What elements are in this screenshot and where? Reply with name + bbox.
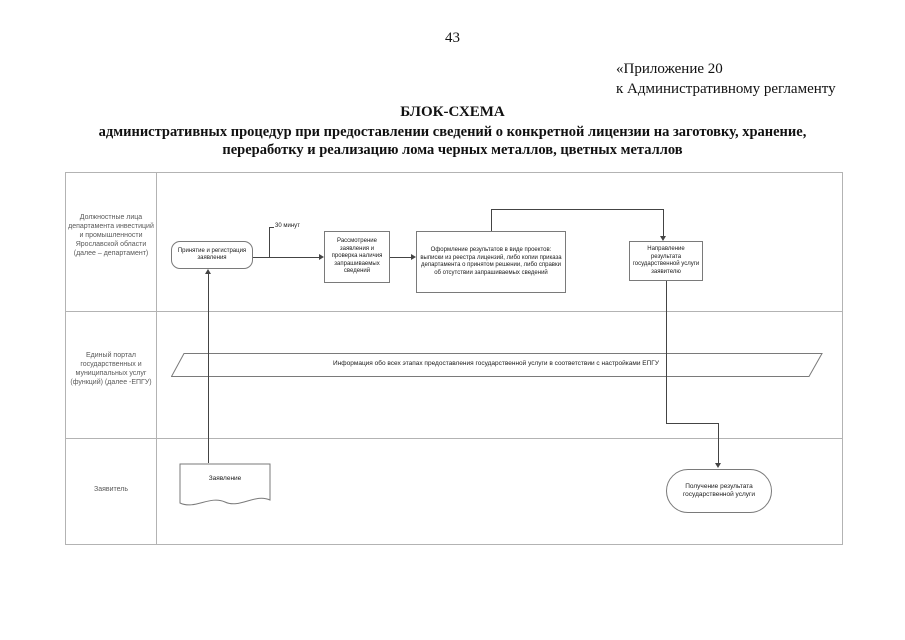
- connector-prepare-up: [491, 209, 492, 231]
- node-review-application: Рассмотрение заявления и проверка наличи…: [324, 231, 390, 283]
- timer-marker-line: [269, 227, 270, 257]
- connector-application-accept: [208, 274, 209, 463]
- lane-divider-1: [66, 311, 842, 312]
- arrowhead-up-icon: [205, 269, 211, 274]
- connector-review-prepare: [390, 257, 411, 258]
- page-title: БЛОК-СХЕМА: [400, 104, 505, 120]
- timer-marker-tick: [269, 227, 274, 228]
- connector-send-down: [663, 209, 664, 236]
- portal-banner-label: Информация обо всех этапах предоставлени…: [333, 360, 659, 367]
- page-subtitle: административных процедур при предоставл…: [98, 124, 807, 159]
- lane-label-applicant: Заявитель: [93, 486, 129, 493]
- application-document-shape: [179, 463, 271, 506]
- flowchart-frame: Должностные лица департамента инвестиций…: [65, 172, 843, 545]
- connector-send-receive-v2: [718, 423, 719, 463]
- arrowhead-right-icon: [411, 254, 416, 260]
- annex-reference: «Приложение 20 к Административному регла…: [616, 60, 836, 99]
- page-number: 43: [445, 30, 460, 46]
- lane-label-divider: [156, 173, 157, 544]
- lane-divider-2: [66, 438, 842, 439]
- lane-label-department: Должностные лица департамента инвестиций…: [68, 214, 154, 258]
- connector-top-across: [491, 209, 664, 210]
- connector-send-receive-v1: [666, 281, 667, 423]
- node-application-label: Заявление: [208, 475, 242, 482]
- arrowhead-right-icon: [319, 254, 324, 260]
- lane-label-portal: Единый портал государственных и муниципа…: [70, 352, 152, 387]
- arrowhead-down-icon: [715, 463, 721, 468]
- portal-banner-shape: [171, 353, 823, 377]
- node-accept-registration: Принятие и регистрация заявления: [171, 241, 253, 269]
- connector-accept-review: [253, 257, 319, 258]
- annex-line-2: к Административному регламенту: [616, 80, 836, 97]
- node-send-result: Направление результата государственной у…: [629, 241, 703, 281]
- node-receive-result: Получение результата государственной усл…: [666, 469, 772, 513]
- timer-label: 30 минут: [275, 223, 300, 229]
- connector-send-receive-h: [666, 423, 719, 424]
- annex-line-1: «Приложение 20: [616, 61, 723, 77]
- arrowhead-down-icon: [660, 236, 666, 241]
- node-prepare-results: Оформление результатов в виде проектов: …: [416, 231, 566, 293]
